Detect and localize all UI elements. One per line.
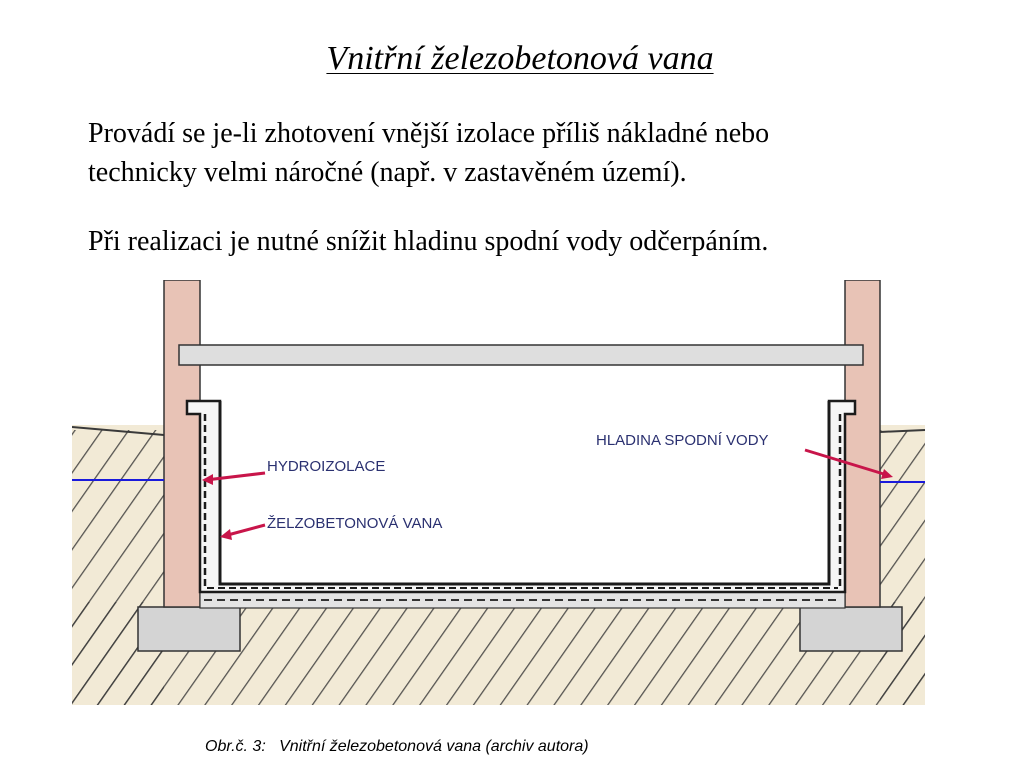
wall-left <box>163 280 201 608</box>
tank-section-diagram: HYDROIZOLACE ŽELZOBETONOVÁ VANA HLADINA … <box>72 280 925 705</box>
label-rc-tank: ŽELZOBETONOVÁ VANA <box>267 515 442 532</box>
wall-right <box>844 280 881 608</box>
paragraph-intro-line-1: Provádí se je-li zhotovení vnější izolac… <box>88 118 770 149</box>
paragraph-intro-line-2: technicky velmi náročné (např. v zastavě… <box>88 157 687 188</box>
footing-left <box>137 606 241 652</box>
paragraph-intro: Provádí se je-li zhotovení vnější izolac… <box>88 114 769 192</box>
footing-right <box>799 606 903 652</box>
arrow-groundwater-head <box>881 469 893 479</box>
rc-tank-body <box>185 399 857 594</box>
slide-title: Vnitřní železobetonová vana <box>326 40 714 77</box>
arrow-rc-tank-head <box>220 529 232 540</box>
rc-tank-inner-line <box>218 401 831 586</box>
ceiling-slab <box>178 344 864 366</box>
ground-line-right <box>879 429 925 433</box>
arrow-waterproofing-head <box>202 474 213 485</box>
figure-caption: Obr.č. 3: Vnitřní železobetonová vana (a… <box>205 738 589 755</box>
ground-line-left <box>72 426 165 436</box>
paragraph-groundwater: Při realizaci je nutné snížit hladinu sp… <box>88 226 769 257</box>
arrow-waterproofing <box>205 471 266 482</box>
label-groundwater: HLADINA SPODNÍ VODY <box>596 432 769 449</box>
arrow-groundwater <box>804 448 888 477</box>
label-waterproofing: HYDROIZOLACE <box>267 458 385 475</box>
